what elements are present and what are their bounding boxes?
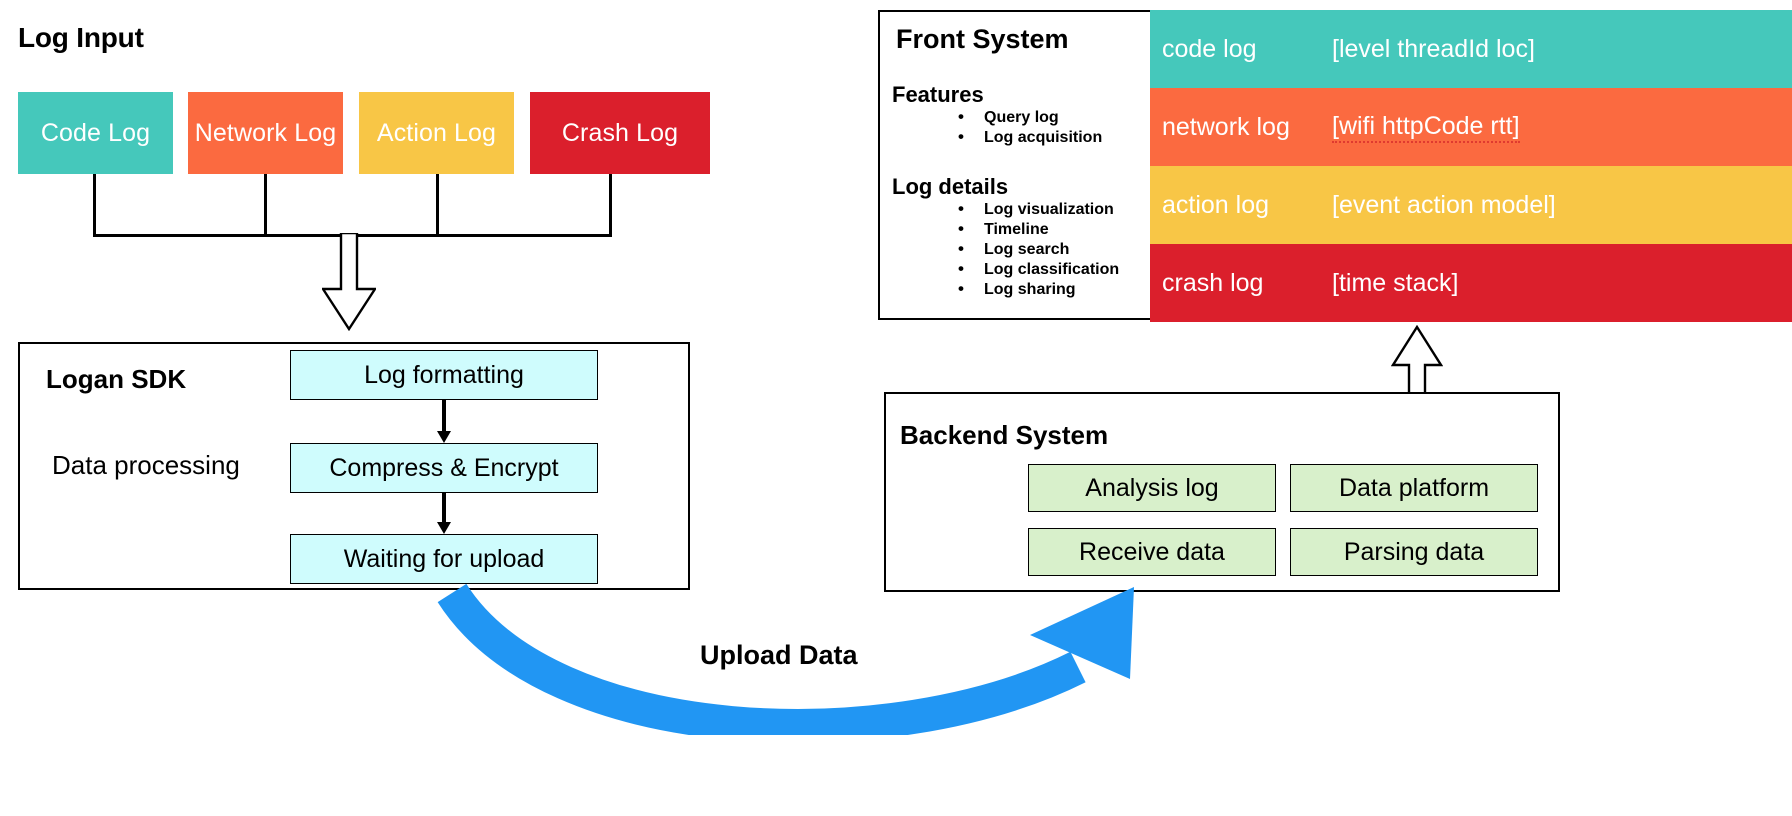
log-type-fields: [level threadId loc] — [1332, 34, 1535, 63]
list-item: Query log — [958, 107, 1102, 128]
process-box-compress-encrypt[interactable]: Compress & Encrypt — [290, 443, 598, 493]
log-type-name: action log — [1162, 190, 1270, 219]
log-type-name: network log — [1162, 112, 1290, 141]
backend-module-label: Analysis log — [1085, 473, 1219, 502]
log-type-row-network-log[interactable]: network log [wifi httpCode rtt] — [1150, 88, 1792, 166]
list-item: Log acquisition — [958, 127, 1102, 148]
log-type-fields: [event action model] — [1332, 190, 1556, 219]
source-box-code-log[interactable]: Code Log — [18, 92, 173, 174]
backend-module-label: Parsing data — [1343, 537, 1485, 566]
logan-sdk-subtitle: Data processing — [52, 450, 240, 480]
process-box-waiting-for-upload[interactable]: Waiting for upload — [290, 534, 598, 584]
log-type-row-action-log[interactable]: action log [event action model] — [1150, 166, 1792, 244]
process-box-log-formatting[interactable]: Log formatting — [290, 350, 598, 400]
backend-module-label: Receive data — [1079, 537, 1225, 566]
logan-sdk-title: Logan SDK — [46, 364, 187, 394]
hollow-arrow-down-icon — [322, 233, 376, 331]
source-box-action-log[interactable]: Action Log — [359, 92, 514, 174]
connector-line-code — [93, 174, 96, 236]
backend-module-label: Data platform — [1338, 473, 1490, 502]
upload-data-label: Upload Data — [700, 640, 858, 670]
connector-line-crash — [609, 174, 612, 236]
backend-system-title: Backend System — [900, 420, 1109, 450]
features-list: Query log Log acquisition — [958, 107, 1102, 148]
source-box-network-log[interactable]: Network Log — [188, 92, 343, 174]
log-details-heading: Log details — [892, 174, 1009, 199]
front-system-title: Front System — [896, 24, 1069, 54]
list-item: Log visualization — [958, 199, 1119, 220]
backend-module-parsing-data[interactable]: Parsing data — [1290, 528, 1538, 576]
source-box-label: Action Log — [376, 118, 497, 147]
backend-module-analysis-log[interactable]: Analysis log — [1028, 464, 1276, 512]
backend-module-receive-data[interactable]: Receive data — [1028, 528, 1276, 576]
log-details-list: Log visualization Timeline Log search Lo… — [958, 199, 1119, 300]
log-input-title: Log Input — [18, 22, 144, 53]
process-box-label: Log formatting — [364, 360, 524, 389]
process-box-label: Compress & Encrypt — [329, 453, 559, 482]
source-box-crash-log[interactable]: Crash Log — [530, 92, 710, 174]
flow-arrow-down-icon — [437, 400, 451, 443]
log-type-fields: [time stack] — [1332, 268, 1459, 297]
log-type-name: code log — [1162, 34, 1257, 63]
list-item: Timeline — [958, 219, 1119, 240]
flow-arrow-down-icon — [437, 493, 451, 534]
connector-line-network — [264, 174, 267, 236]
backend-module-data-platform[interactable]: Data platform — [1290, 464, 1538, 512]
log-type-row-crash-log[interactable]: crash log [time stack] — [1150, 244, 1792, 322]
list-item: Log search — [958, 239, 1119, 260]
upload-data-arrow-icon — [437, 583, 1134, 735]
process-box-label: Waiting for upload — [343, 544, 545, 573]
connector-line-action — [436, 174, 439, 236]
list-item: Log classification — [958, 259, 1119, 280]
log-type-fields: [wifi httpCode rtt] — [1332, 112, 1520, 143]
source-box-label: Network Log — [194, 118, 337, 147]
source-box-label: Code Log — [40, 118, 151, 147]
log-type-row-code-log[interactable]: code log [level threadId loc] — [1150, 10, 1792, 88]
list-item: Log sharing — [958, 279, 1119, 300]
log-type-name: crash log — [1162, 268, 1264, 297]
source-box-label: Crash Log — [561, 118, 679, 147]
features-heading: Features — [892, 82, 984, 107]
